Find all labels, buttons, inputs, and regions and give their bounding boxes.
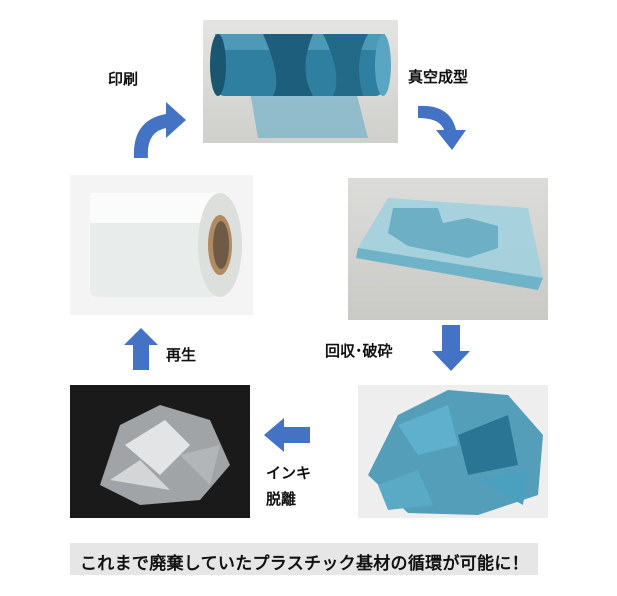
- clear-flakes-photo: [70, 385, 250, 518]
- down-arrow-icon: [432, 325, 470, 371]
- up-arrow-icon: [124, 328, 158, 370]
- step-label-ink-removal-2: 脱離: [266, 490, 297, 508]
- step-label-collect-crush: 回収･破砕: [325, 342, 393, 360]
- curved-arrow-icon: [416, 100, 468, 152]
- left-arrow-icon: [264, 418, 310, 452]
- summary-banner-text: これまで廃棄していたプラスチック基材の循環が可能に！: [80, 554, 529, 574]
- curved-arrow-icon: [128, 98, 188, 160]
- printed-film-roll-photo: [203, 20, 398, 143]
- regenerated-film-roll-photo: [70, 175, 253, 315]
- blue-flakes-photo: [358, 385, 548, 518]
- summary-banner: これまで廃棄していたプラスチック基材の循環が可能に！: [70, 543, 538, 575]
- step-label-ink-removal-1: インキ: [266, 464, 312, 482]
- vacuum-formed-tray-photo: [348, 178, 548, 320]
- step-label-print: 印刷: [108, 70, 139, 88]
- step-label-regenerate: 再生: [166, 346, 197, 364]
- step-label-vacuum-forming: 真空成型: [408, 68, 469, 86]
